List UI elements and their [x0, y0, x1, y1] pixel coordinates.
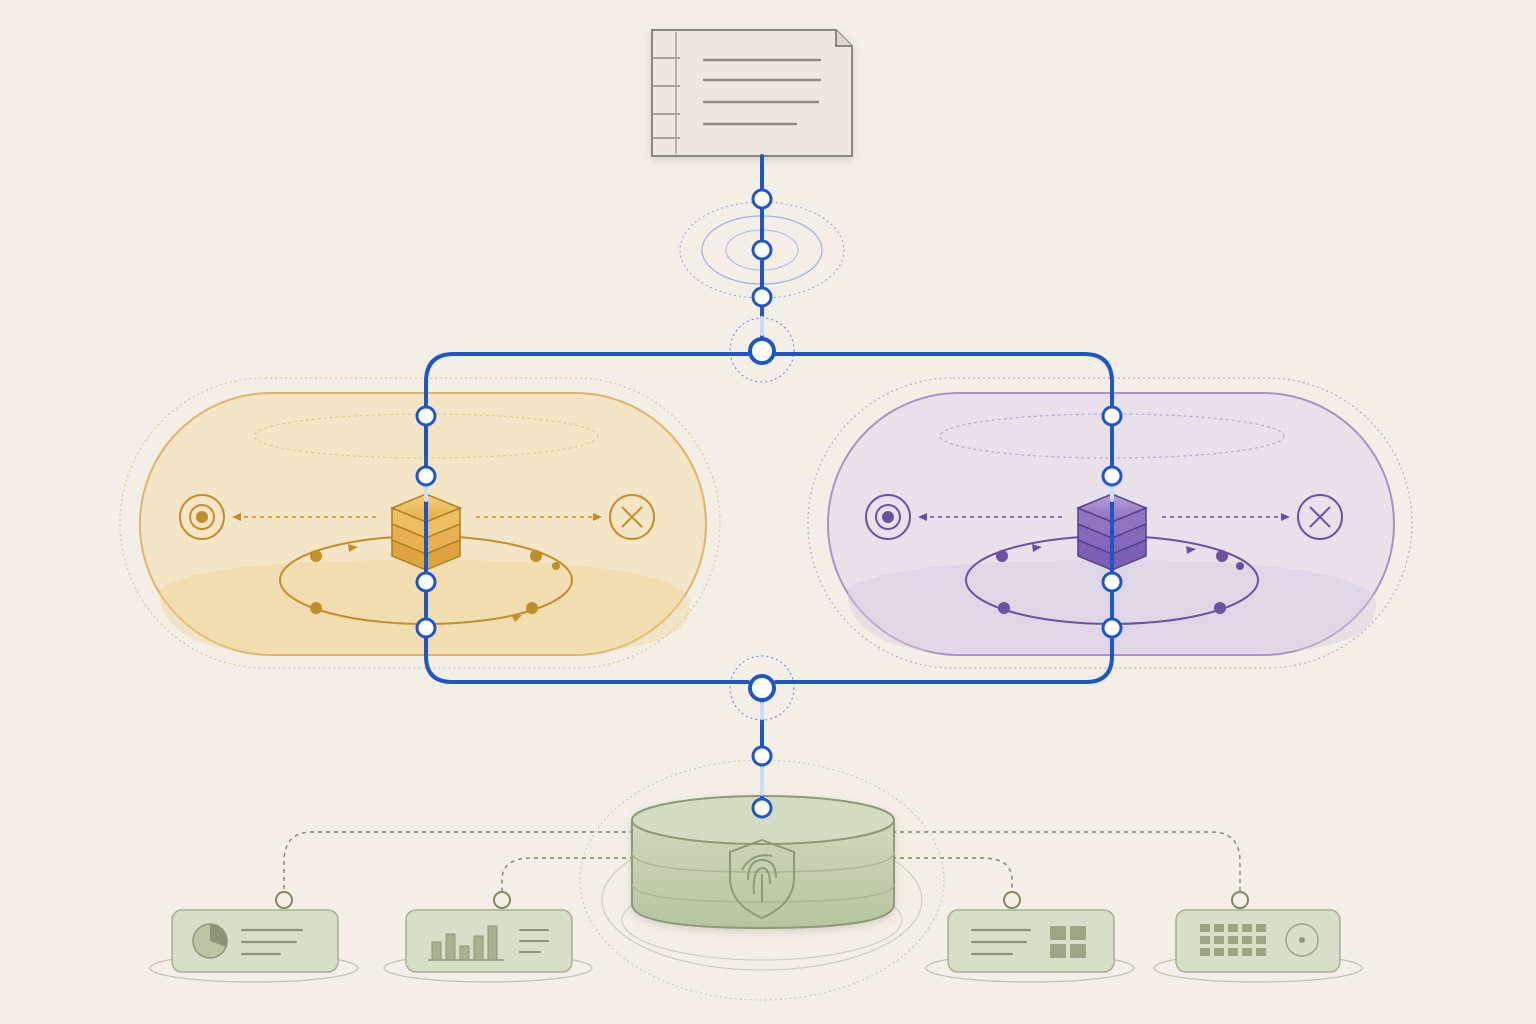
- junction-nodes: [748, 337, 776, 702]
- target-icon: [179, 494, 225, 540]
- card-pie-chart: [149, 909, 359, 983]
- cancel-x-icon: [1297, 494, 1343, 540]
- card-keypad-dial: [1153, 909, 1363, 983]
- bar-chart-icon: [428, 925, 504, 961]
- keypad-dial-icon: [1200, 923, 1319, 957]
- flow-nodes: [415, 188, 1123, 819]
- fingerprint-shield-icon: [729, 838, 795, 920]
- orange-processing-zone: [119, 377, 721, 669]
- card-grid-tiles: [925, 909, 1135, 983]
- cancel-x-icon: [609, 494, 655, 540]
- pie-chart-icon: [192, 923, 228, 959]
- grid-tiles-icon: [1050, 926, 1086, 958]
- target-icon: [865, 494, 911, 540]
- card-connectors: [283, 831, 1241, 892]
- card-connection-nodes: [275, 891, 1249, 909]
- card-bar-chart: [383, 909, 593, 983]
- source-document: [651, 29, 853, 157]
